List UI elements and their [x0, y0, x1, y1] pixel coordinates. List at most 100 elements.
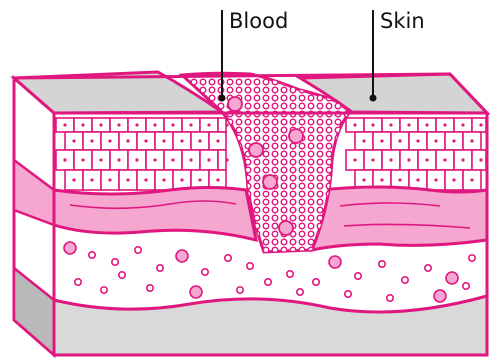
cell-nucleus — [72, 178, 75, 181]
blood-cell — [317, 135, 323, 141]
blood-cell — [308, 127, 314, 133]
blood-cell — [272, 159, 278, 165]
blood-cell — [209, 239, 215, 245]
blood-cell — [281, 119, 287, 125]
blood-cell — [335, 247, 341, 253]
blood-cell — [191, 247, 197, 253]
cell-nucleus — [461, 158, 464, 161]
blood-cell — [308, 143, 314, 149]
blood-cell — [299, 183, 305, 189]
blood-cell — [290, 143, 296, 149]
cell-nucleus — [434, 178, 437, 181]
cell-nucleus — [362, 178, 365, 181]
blood-cell — [209, 95, 215, 101]
blood-cell — [236, 87, 242, 93]
blood-cell — [281, 183, 287, 189]
blood-cell — [335, 159, 341, 165]
blood-cell — [245, 159, 251, 165]
blood-cell — [326, 151, 332, 157]
bottom-layer — [54, 296, 487, 355]
cell-nucleus — [189, 158, 192, 161]
blood-cell — [326, 167, 332, 173]
blood-cell — [281, 135, 287, 141]
cell-nucleus — [63, 123, 66, 126]
cell-nucleus — [198, 178, 201, 181]
epidermis-cells-right — [346, 118, 486, 190]
blood-cell — [290, 183, 296, 189]
blood-cell — [263, 167, 269, 173]
fat-cell — [64, 242, 76, 254]
epidermis-cell — [472, 118, 486, 132]
blood-cell — [254, 159, 260, 165]
cell-nucleus — [198, 139, 201, 142]
fat-cell — [176, 250, 188, 262]
fat-cell — [202, 269, 208, 275]
fat-cell — [157, 265, 163, 271]
fat-cell — [135, 247, 141, 253]
fat-cell — [119, 272, 125, 278]
blood-cell — [218, 239, 224, 245]
blood-cell — [308, 103, 314, 109]
blood-cell — [272, 127, 278, 133]
blood-cell — [263, 103, 269, 109]
blood-cell — [236, 175, 242, 181]
skin-label: Skin — [380, 9, 425, 33]
blood-cell — [236, 247, 242, 253]
blood-cell — [227, 239, 233, 245]
blood-cell — [236, 239, 242, 245]
skin-leader-dot — [370, 95, 377, 102]
cell-nucleus — [452, 178, 455, 181]
blood-cell — [254, 207, 260, 213]
blood-cell — [227, 143, 233, 149]
blood-cell — [272, 119, 278, 125]
blood-cell — [263, 159, 269, 165]
blood-cell — [263, 199, 269, 205]
blood-cell — [281, 143, 287, 149]
blood-cell — [344, 143, 350, 149]
blood-cell — [299, 175, 305, 181]
blood-cell — [263, 231, 269, 237]
blood-cell — [254, 191, 260, 197]
blood-cell — [290, 191, 296, 197]
blood-cell — [335, 103, 341, 109]
blood-cell — [335, 151, 341, 157]
cell-nucleus — [443, 123, 446, 126]
fat-cell — [190, 286, 202, 298]
blood-cell — [245, 247, 251, 253]
epidermis-cell — [472, 150, 486, 170]
cell-nucleus — [162, 139, 165, 142]
cell-nucleus — [216, 178, 219, 181]
blood-cell — [317, 167, 323, 173]
blood-cell — [200, 79, 206, 85]
blood-cell — [254, 215, 260, 221]
cell-nucleus — [225, 158, 228, 161]
cell-nucleus — [362, 139, 365, 142]
cell-nucleus — [189, 123, 192, 126]
blood-cell — [335, 175, 341, 181]
cell-nucleus — [434, 139, 437, 142]
blood-cell — [299, 231, 305, 237]
fat-cell — [112, 259, 118, 265]
blood-cell — [308, 175, 314, 181]
blood-cell — [299, 95, 305, 101]
blood-cell — [290, 167, 296, 173]
blood-cell — [317, 207, 323, 213]
blood-cell — [308, 239, 314, 245]
dermis-layer-right — [312, 187, 487, 250]
blood-cell — [299, 215, 305, 221]
blood-cell — [254, 95, 260, 101]
blood-cell — [290, 199, 296, 205]
cell-nucleus — [389, 158, 392, 161]
blood-cell — [299, 159, 305, 165]
cell-nucleus — [180, 178, 183, 181]
blood-cell — [290, 215, 296, 221]
cell-nucleus — [72, 139, 75, 142]
cell-nucleus — [126, 139, 129, 142]
blood-cell — [299, 199, 305, 205]
fat-cell — [387, 295, 393, 301]
blood-cell — [326, 159, 332, 165]
cell-nucleus — [425, 158, 428, 161]
blood-cell — [299, 143, 305, 149]
blood-cell — [191, 79, 197, 85]
blood-cell — [236, 127, 242, 133]
